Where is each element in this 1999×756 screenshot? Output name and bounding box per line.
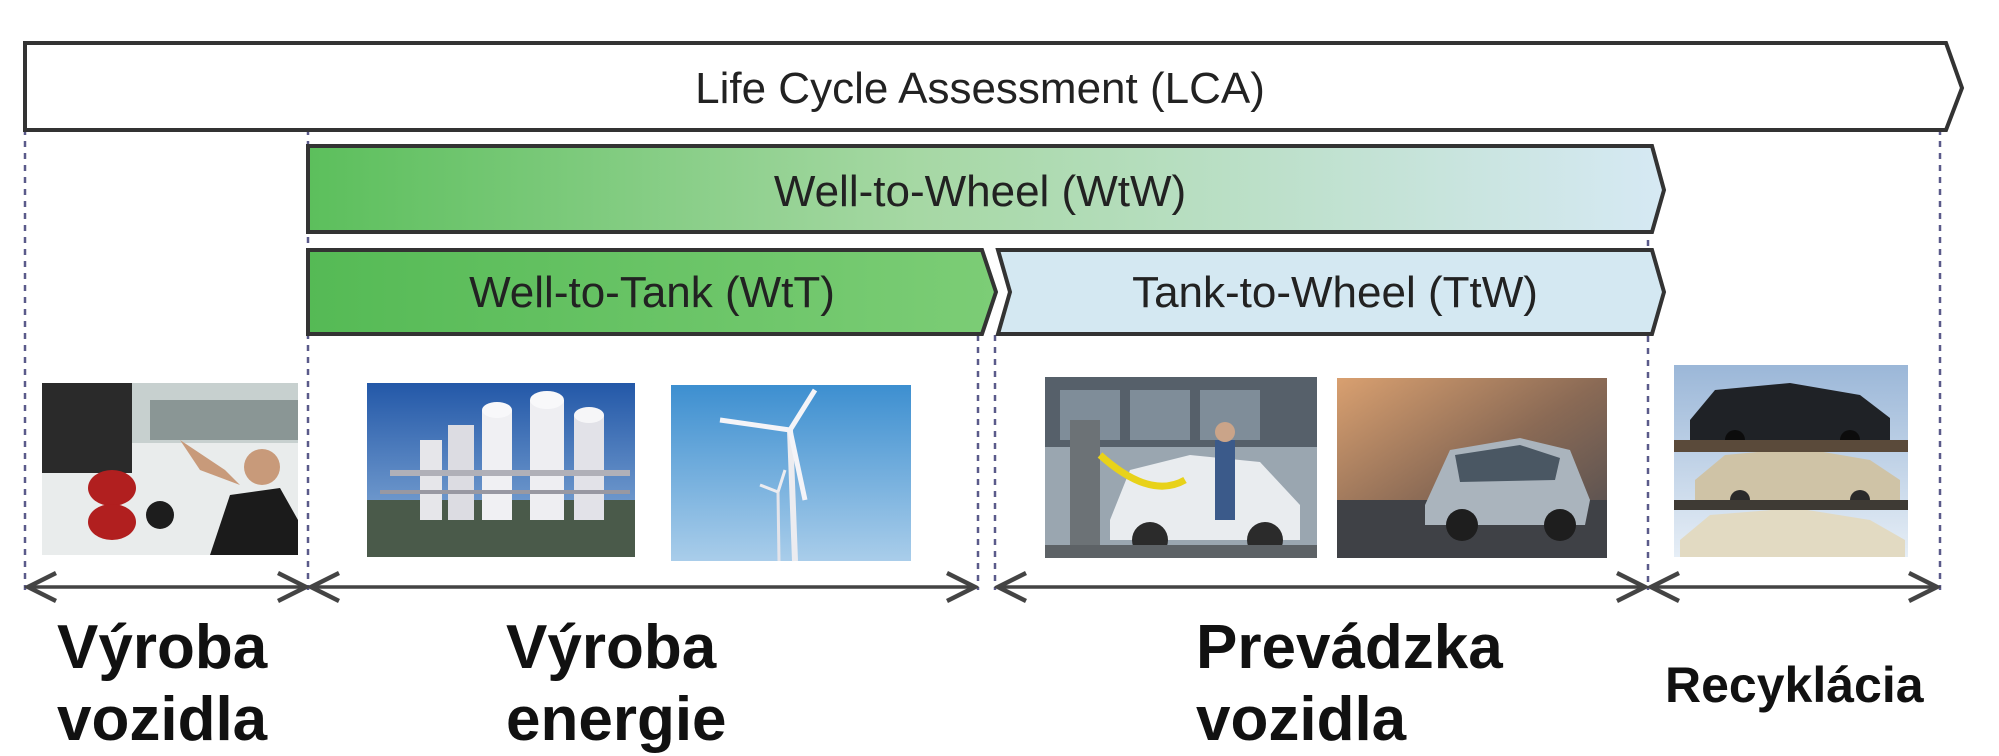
label-line: Recyklácia bbox=[1665, 657, 1924, 713]
lca-label: Life Cycle Assessment (LCA) bbox=[695, 64, 1265, 113]
ttw-band: Tank-to-Wheel (TtW) bbox=[995, 248, 1667, 336]
scrapyard-photo bbox=[1674, 365, 1908, 557]
phase-separators bbox=[23, 105, 1942, 590]
refinery-photo bbox=[367, 383, 635, 557]
car-driving-photo bbox=[1337, 378, 1607, 558]
label-vehicle-production: Výroba vozidla bbox=[57, 612, 267, 756]
label-line: energie bbox=[506, 685, 727, 754]
ev-charging-photo bbox=[1045, 377, 1317, 558]
ttw-label: Tank-to-Wheel (TtW) bbox=[1132, 268, 1538, 317]
wtw-label: Well-to-Wheel (WtW) bbox=[774, 167, 1186, 216]
wtt-label: Well-to-Tank (WtT) bbox=[469, 268, 835, 317]
label-vehicle-operation: Prevádzka vozidla bbox=[1196, 612, 1503, 756]
wind-turbine-photo bbox=[671, 385, 911, 562]
wtt-band: Well-to-Tank (WtT) bbox=[306, 248, 999, 336]
label-line: Výroba bbox=[506, 613, 717, 682]
label-recycling: Recyklácia bbox=[1665, 655, 1924, 715]
label-line: vozidla bbox=[1196, 685, 1407, 754]
lca-band: Life Cycle Assessment (LCA) bbox=[23, 41, 1965, 132]
wtw-band: Well-to-Wheel (WtW) bbox=[306, 144, 1667, 234]
label-line: Výroba bbox=[57, 613, 268, 682]
label-line: vozidla bbox=[57, 685, 268, 754]
label-line: Prevádzka bbox=[1196, 613, 1503, 682]
vehicle-assembly-photo bbox=[42, 383, 298, 555]
label-energy-production: Výroba energie bbox=[506, 612, 727, 756]
